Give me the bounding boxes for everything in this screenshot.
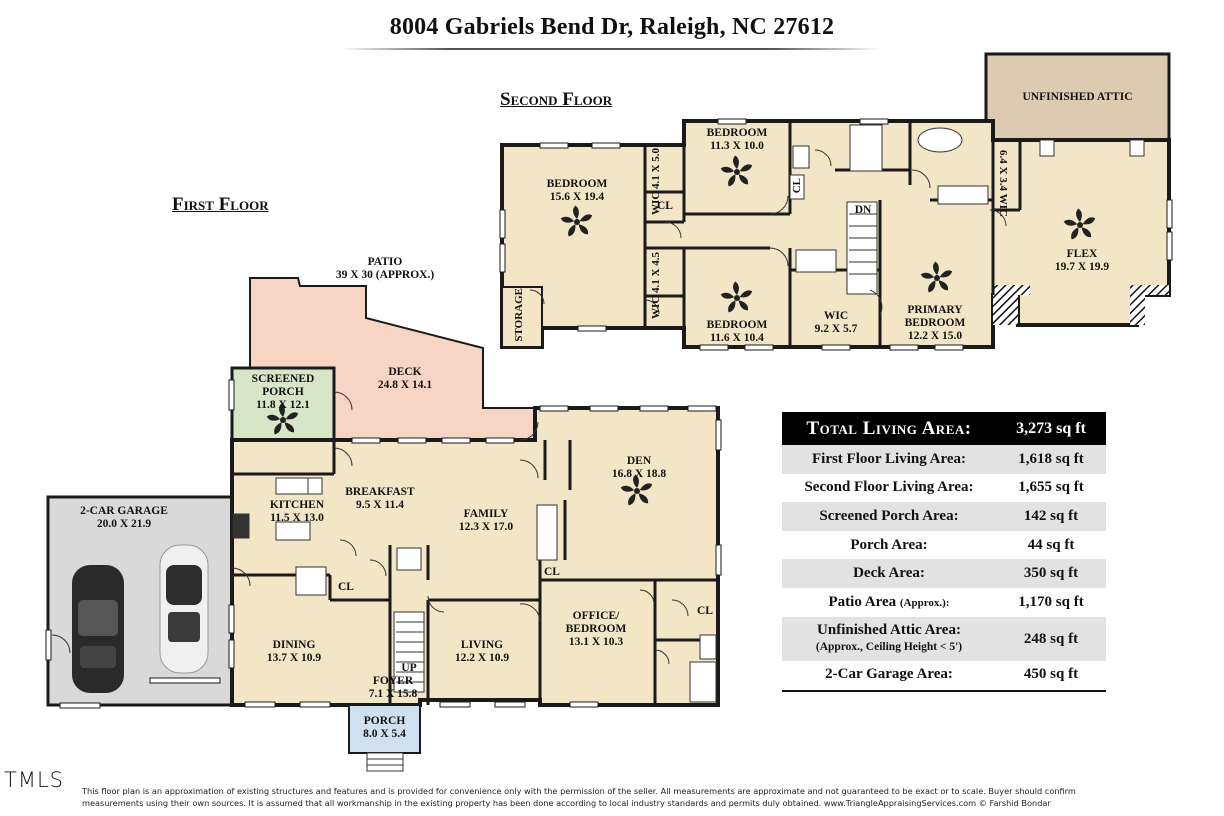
area-row: 2-Car Garage Area: 450 sq ft [782, 660, 1106, 690]
area-row: Screened Porch Area: 142 sq ft [782, 502, 1106, 531]
closet-label: CL [338, 581, 354, 593]
garage-car-right [159, 544, 209, 674]
area-summary-table: Total Living Area: 3,273 sq ft First Flo… [782, 412, 1106, 690]
closet-label: CL [657, 200, 673, 212]
wic-label: WIC 4.1 X 4.5 [650, 252, 662, 319]
title-underline [340, 48, 880, 50]
closet-label: CL [697, 605, 713, 617]
area-row: Patio Area (Approx.): 1,170 sq ft [782, 587, 1106, 617]
mls-watermark: TMLS [4, 768, 64, 792]
disclaimer-text: This floor plan is an approximation of e… [82, 786, 1076, 808]
total-living-area-value: 3,273 sq ft [1016, 419, 1086, 437]
area-row: Porch Area: 44 sq ft [782, 530, 1106, 560]
area-row: Second Floor Living Area: 1,655 sq ft [782, 473, 1106, 503]
second-floor-label: Second Floor [500, 89, 613, 110]
room-unfinished-attic: UNFINISHED ATTIC [1022, 91, 1133, 103]
total-living-area-row: Total Living Area: 3,273 sq ft [782, 412, 1106, 445]
area-row: Deck Area: 350 sq ft [782, 559, 1106, 588]
first-floor-label: First Floor [172, 194, 269, 215]
area-row: First Floor Living Area: 1,618 sq ft [782, 445, 1106, 474]
front-porch-area [348, 704, 421, 754]
table-bottom-rule [782, 690, 1106, 692]
total-living-area-label: Total Living Area: [806, 417, 972, 439]
stairs-up-label: UP [401, 662, 417, 674]
wic-label: 6.4 X 3.4 WIC [997, 150, 1009, 217]
attic-area [984, 52, 1171, 142]
storage-label: STORAGE [513, 288, 525, 342]
stairs-down-label: DN [854, 204, 872, 216]
closet-label: CL [791, 178, 803, 194]
area-row: Unfinished Attic Area:(Approx., Ceiling … [782, 616, 1106, 661]
closet-label: CL [544, 566, 560, 578]
property-address-title: 8004 Gabriels Bend Dr, Raleigh, NC 27612 [389, 14, 835, 40]
garage-car-left [72, 565, 124, 693]
